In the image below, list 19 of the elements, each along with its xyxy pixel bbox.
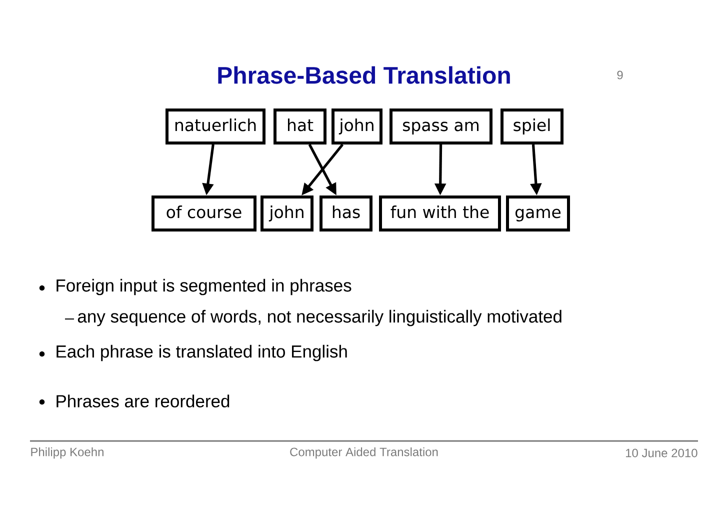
bullet-text: Each phrase is translated into English	[56, 344, 347, 362]
bullet-text: Phrases are reordered	[56, 394, 230, 408]
page-number: 9	[617, 70, 623, 80]
phrase-box: hat	[274, 108, 326, 144]
phrase-box: fun with the	[379, 196, 501, 232]
phrase-box: of course	[152, 196, 256, 232]
footer-text: Philipp Koehn	[31, 447, 104, 459]
phrase-box: spass am	[390, 108, 492, 144]
phrase-box: has	[320, 196, 372, 232]
sub-bullet-text: any sequence of words, not necessarily linguistically motivated	[78, 310, 562, 326]
phrase-box: john	[332, 108, 382, 144]
phrase-box: game	[506, 196, 570, 232]
slide-title: Phrase-Based Translation	[218, 66, 510, 84]
bullet-text: Foreign input is segmented in phrases	[56, 278, 352, 296]
phrase-box: john	[260, 196, 314, 232]
footer-text: 10 June 2010	[626, 448, 698, 458]
phrase-box: spiel	[500, 108, 564, 144]
phrase-box: natuerlich	[166, 108, 266, 144]
footer-text: Computer Aided Translation	[290, 447, 438, 459]
